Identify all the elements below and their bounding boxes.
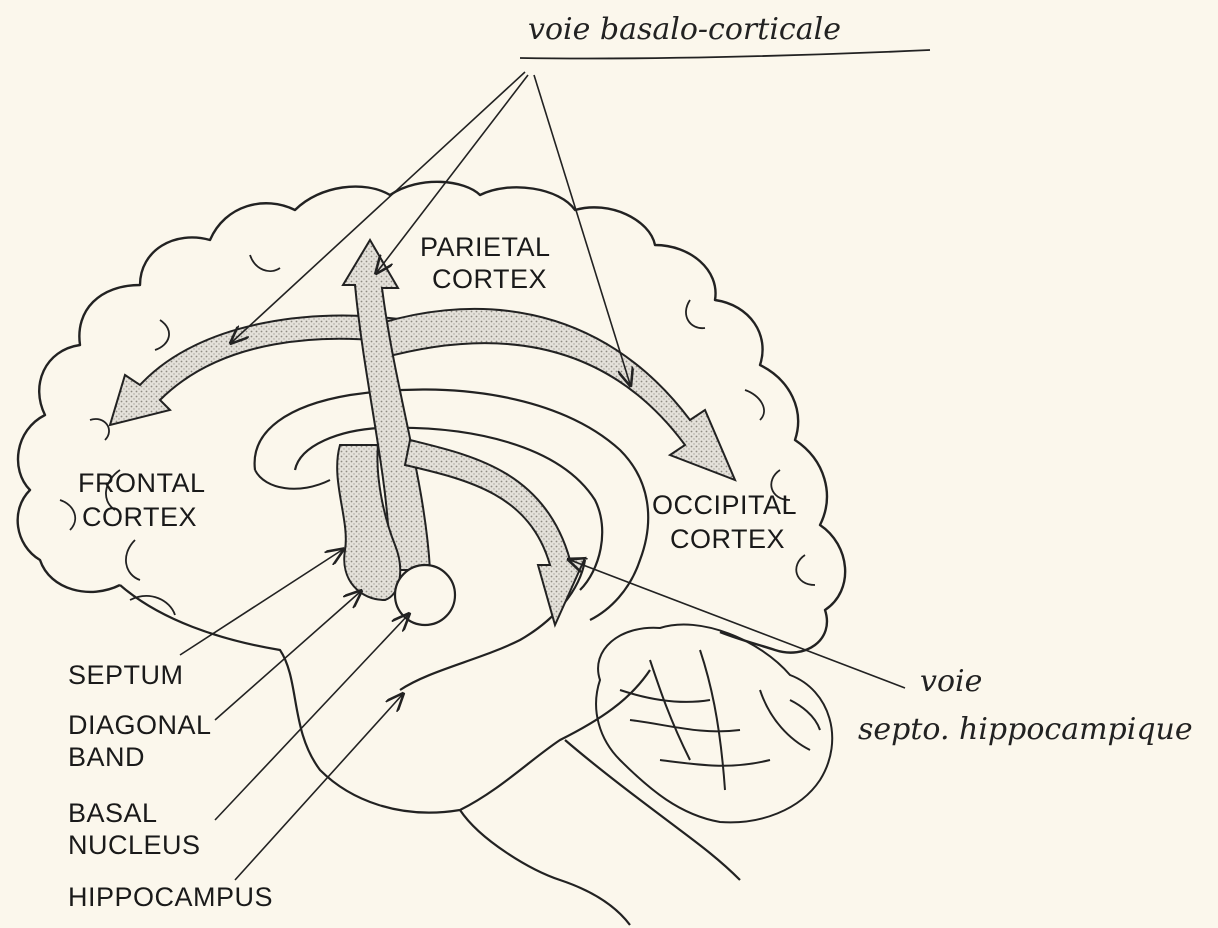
structure-pointers <box>180 550 905 880</box>
parietal-label-1: PARIETAL <box>420 232 551 262</box>
hippo-curve <box>255 470 330 489</box>
basal-nucleus-circle <box>395 565 455 625</box>
basal-nucleus-label-2: NUCLEUS <box>68 830 201 860</box>
occipital-label-2: CORTEX <box>670 524 785 554</box>
basal-nucleus-label-1: BASAL <box>68 798 158 828</box>
brainstem <box>460 740 740 925</box>
diagonal-band-label-2: BAND <box>68 742 145 772</box>
frontal-label-2: CORTEX <box>82 502 197 532</box>
frontal-label-1: FRONTAL <box>78 468 206 498</box>
hippocampus-label: HIPPOCAMPUS <box>68 882 273 912</box>
title-underline <box>520 50 930 59</box>
parietal-label-2: CORTEX <box>432 264 547 294</box>
temporal-lobe <box>120 585 650 813</box>
septo-hippocampal-label-line1: voie <box>920 664 982 699</box>
basal-cortical-label: voie basalo-corticale <box>528 12 841 47</box>
septum-label: SEPTUM <box>68 660 184 690</box>
occipital-label-1: OCCIPITAL <box>652 490 797 520</box>
diagonal-band-label-1: DIAGONAL <box>68 710 212 740</box>
septo-hippocampal-label-line2: septo. hippocampique <box>858 712 1193 747</box>
